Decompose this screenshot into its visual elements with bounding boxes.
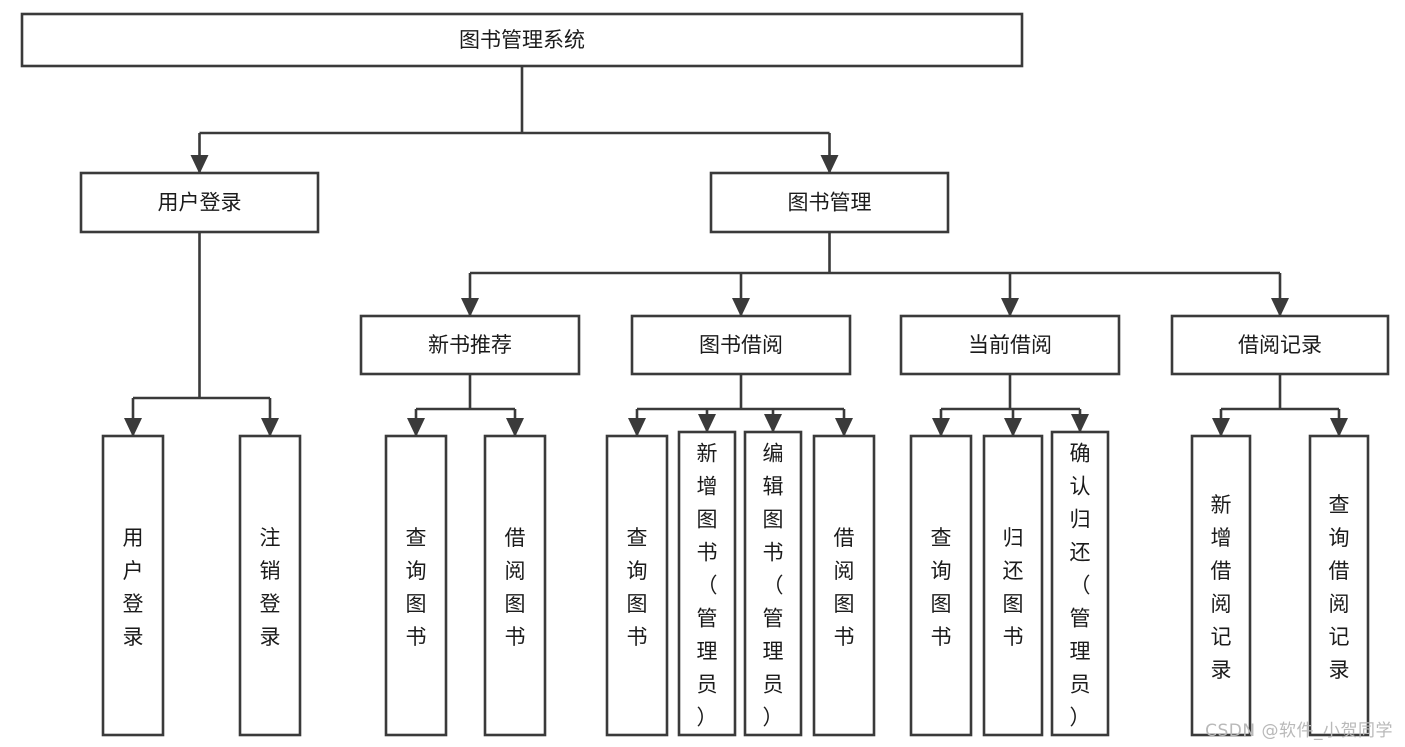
node-label-user-login: 用户登录 xyxy=(158,191,242,215)
node-label-book-management: 图书管理 xyxy=(788,191,872,215)
node-leaf-user-login[interactable]: 用户登录 xyxy=(101,434,165,737)
node-root[interactable]: 图书管理系统 xyxy=(20,12,1024,68)
node-label-leaf-query-borrow-record: 查询借阅记录 xyxy=(1329,493,1350,682)
node-box-leaf-query-book-recommend xyxy=(384,434,448,737)
node-label-leaf-borrow-book: 借阅图书 xyxy=(834,526,855,649)
node-box-leaf-add-borrow-record xyxy=(1190,434,1252,737)
node-box-leaf-user-login xyxy=(101,434,165,737)
node-box-leaf-return-book xyxy=(982,434,1044,737)
node-label-current-borrow: 当前借阅 xyxy=(968,333,1052,357)
node-user-login[interactable]: 用户登录 xyxy=(79,171,320,234)
node-box-book-management xyxy=(709,171,950,234)
node-box-new-book-recommend xyxy=(359,314,581,376)
node-label-leaf-query-book-current: 查询图书 xyxy=(931,526,952,649)
node-leaf-borrow-book-recommend[interactable]: 借阅图书 xyxy=(483,434,547,737)
node-leaf-logout-login[interactable]: 注销登录 xyxy=(238,434,302,737)
node-box-leaf-borrow-book-recommend xyxy=(483,434,547,737)
node-box-leaf-edit-book xyxy=(743,430,803,737)
node-box-leaf-borrow-book xyxy=(812,434,876,737)
watermark-label: CSDN @软件_小贺同学 xyxy=(1205,721,1393,741)
node-box-root xyxy=(20,12,1024,68)
node-box-borrow-record xyxy=(1170,314,1390,376)
node-label-leaf-query-book-recommend: 查询图书 xyxy=(406,526,427,649)
node-new-book-recommend[interactable]: 新书推荐 xyxy=(359,314,581,376)
node-leaf-edit-book[interactable]: 编辑图书（管理员） xyxy=(743,430,803,737)
node-box-current-borrow xyxy=(899,314,1121,376)
node-box-leaf-query-book-borrow xyxy=(605,434,669,737)
node-box-leaf-query-borrow-record xyxy=(1308,434,1370,737)
node-label-new-book-recommend: 新书推荐 xyxy=(428,333,512,357)
node-label-root: 图书管理系统 xyxy=(459,28,585,52)
node-leaf-query-borrow-record[interactable]: 查询借阅记录 xyxy=(1308,434,1370,737)
node-leaf-borrow-book[interactable]: 借阅图书 xyxy=(812,434,876,737)
node-label-borrow-record: 借阅记录 xyxy=(1238,333,1322,357)
node-box-leaf-logout-login xyxy=(238,434,302,737)
node-box-leaf-confirm-return xyxy=(1050,430,1110,737)
node-label-leaf-add-book: 新增图书（管理员） xyxy=(697,442,718,730)
node-leaf-return-book[interactable]: 归还图书 xyxy=(982,434,1044,737)
node-book-management[interactable]: 图书管理 xyxy=(709,171,950,234)
node-box-leaf-add-book xyxy=(677,430,737,737)
node-label-leaf-logout-login: 注销登录 xyxy=(260,526,281,649)
node-leaf-add-borrow-record[interactable]: 新增借阅记录 xyxy=(1190,434,1252,737)
node-label-leaf-user-login: 用户登录 xyxy=(123,526,144,649)
node-current-borrow[interactable]: 当前借阅 xyxy=(899,314,1121,376)
connector-lines-layer xyxy=(124,66,1348,437)
node-label-leaf-return-book: 归还图书 xyxy=(1003,526,1024,649)
node-leaf-query-book-borrow[interactable]: 查询图书 xyxy=(605,434,669,737)
nodes-layer: 图书管理系统用户登录图书管理新书推荐图书借阅当前借阅借阅记录用户登录注销登录查询… xyxy=(20,12,1390,737)
node-leaf-confirm-return[interactable]: 确认归还（管理员） xyxy=(1050,430,1110,737)
node-borrow-record[interactable]: 借阅记录 xyxy=(1170,314,1390,376)
node-leaf-query-book-current[interactable]: 查询图书 xyxy=(909,434,973,737)
node-leaf-query-book-recommend[interactable]: 查询图书 xyxy=(384,434,448,737)
node-book-borrow[interactable]: 图书借阅 xyxy=(630,314,852,376)
node-leaf-add-book[interactable]: 新增图书（管理员） xyxy=(677,430,737,737)
node-label-leaf-borrow-book-recommend: 借阅图书 xyxy=(505,526,526,649)
node-label-leaf-query-book-borrow: 查询图书 xyxy=(627,526,648,649)
node-label-book-borrow: 图书借阅 xyxy=(699,333,783,357)
node-box-user-login xyxy=(79,171,320,234)
node-label-leaf-edit-book: 编辑图书（管理员） xyxy=(763,442,784,730)
node-label-leaf-confirm-return: 确认归还（管理员） xyxy=(1070,442,1091,730)
node-box-leaf-query-book-current xyxy=(909,434,973,737)
node-box-book-borrow xyxy=(630,314,852,376)
node-label-leaf-add-borrow-record: 新增借阅记录 xyxy=(1211,493,1232,682)
